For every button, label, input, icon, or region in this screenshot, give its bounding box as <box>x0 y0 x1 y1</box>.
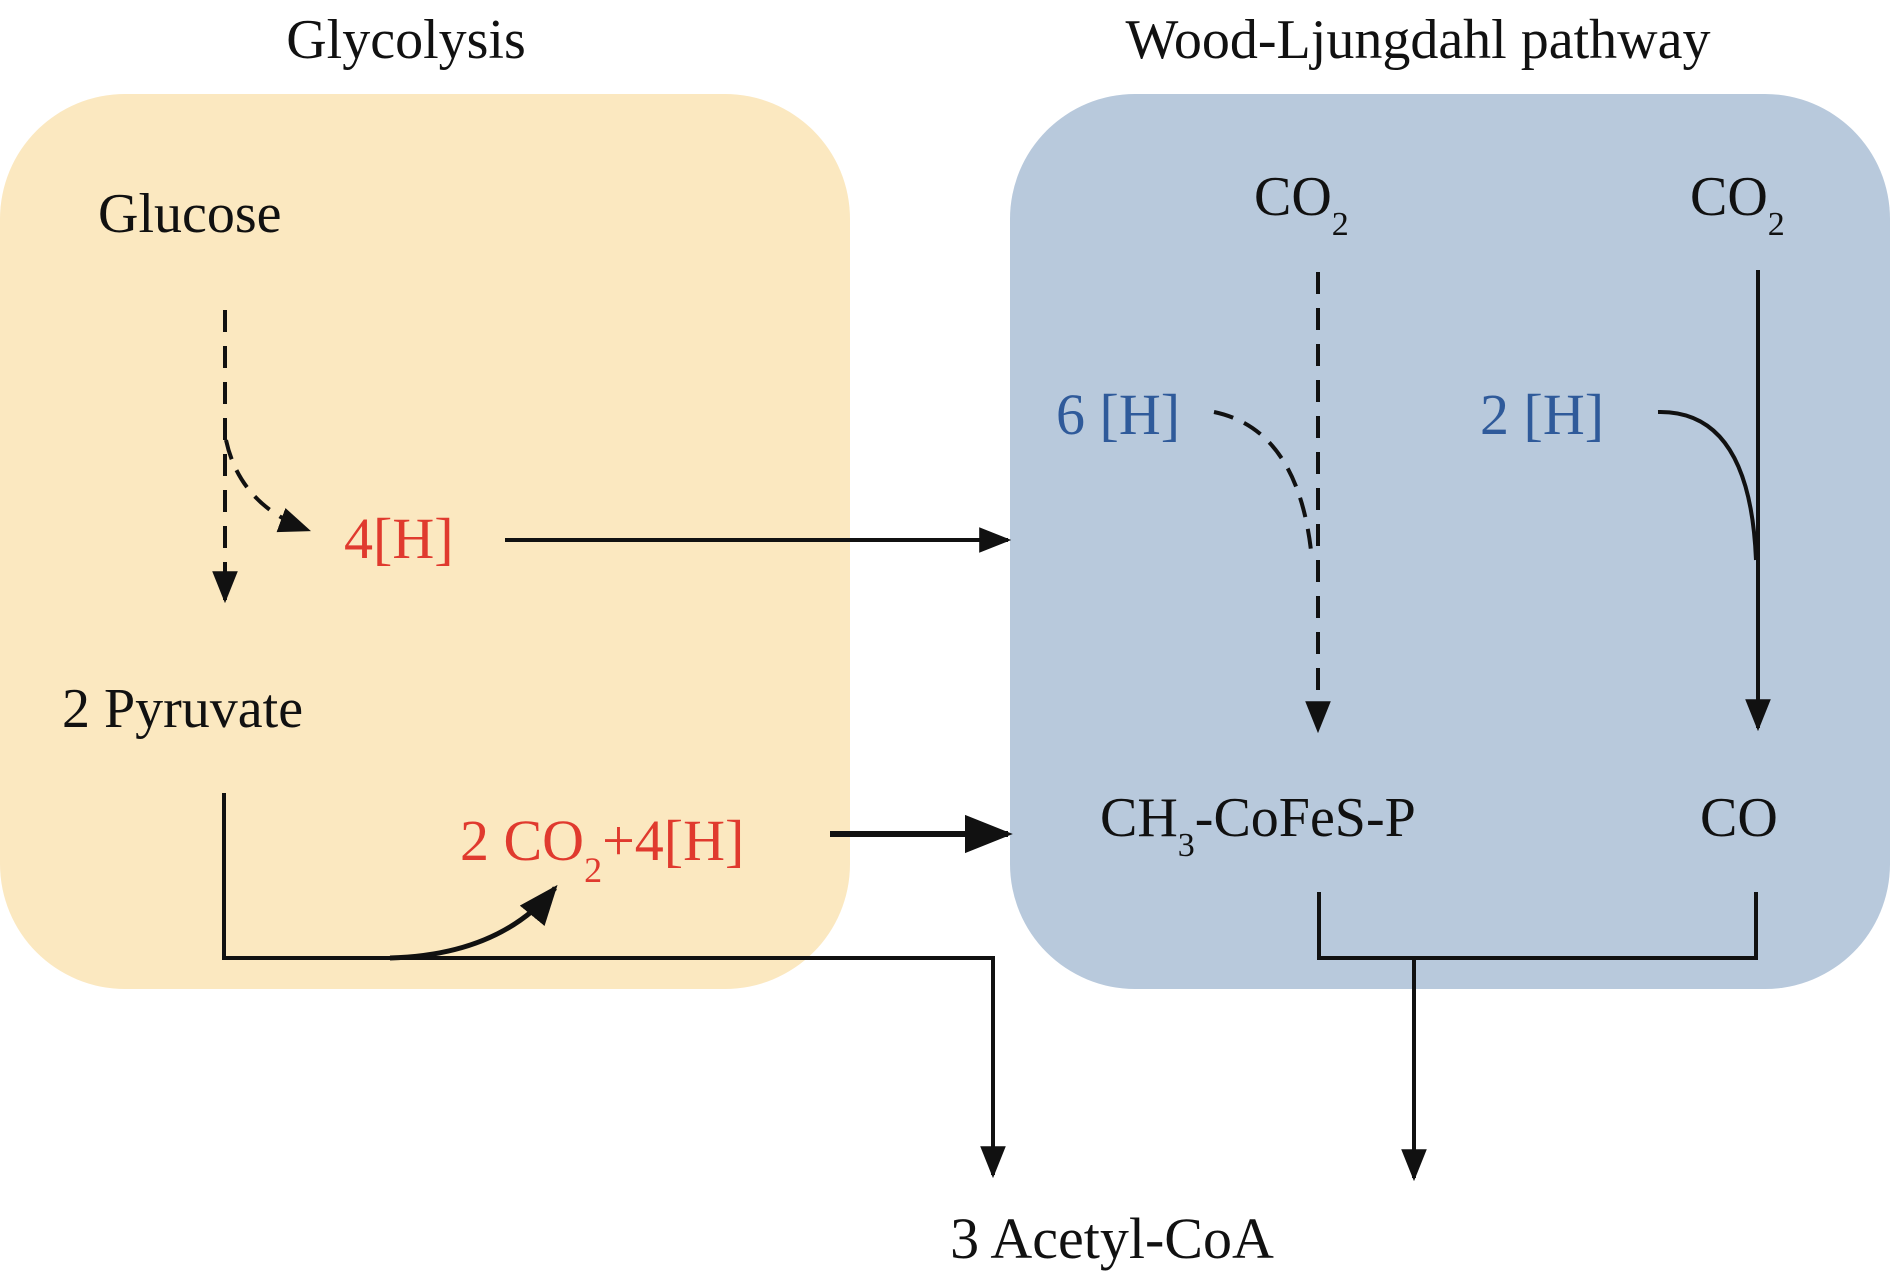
glycolysis-title: Glycolysis <box>286 9 526 71</box>
h2-to-co-arrow <box>1657 409 1758 561</box>
co2-right-label: CO2 <box>1690 166 1785 243</box>
pyruvate-label: 2 Pyruvate <box>62 678 303 740</box>
h6-label: 6 [H] <box>1056 382 1180 447</box>
ch3-co-bracket <box>1317 892 1758 960</box>
glycolysis-panel <box>0 94 850 989</box>
h2-label: 2 [H] <box>1480 382 1604 447</box>
co2-left-label: CO2 <box>1254 166 1349 243</box>
h6-to-ch3-arrow <box>1213 410 1314 561</box>
co-label: CO <box>1700 787 1778 849</box>
glucose-to-h4-arrow <box>224 439 312 533</box>
wood-ljungdahl-title: Wood-Ljungdahl pathway <box>1126 9 1711 71</box>
pyruvate-to-acetyl-line <box>222 793 1006 1179</box>
co2-h4-label: 2 CO2+4[H] <box>460 808 744 890</box>
co2-subscript: 2 <box>584 850 602 890</box>
pyruvate-to-co2-arrow <box>389 884 558 961</box>
acetyl-coa-label: 3 Acetyl-CoA <box>950 1206 1274 1271</box>
h4-label: 4[H] <box>344 506 454 571</box>
ch3-cofes-p-label: CH3-CoFeS-P <box>1100 787 1416 864</box>
glucose-label: Glucose <box>98 183 282 245</box>
wood-ljungdahl-panel <box>1010 94 1890 989</box>
